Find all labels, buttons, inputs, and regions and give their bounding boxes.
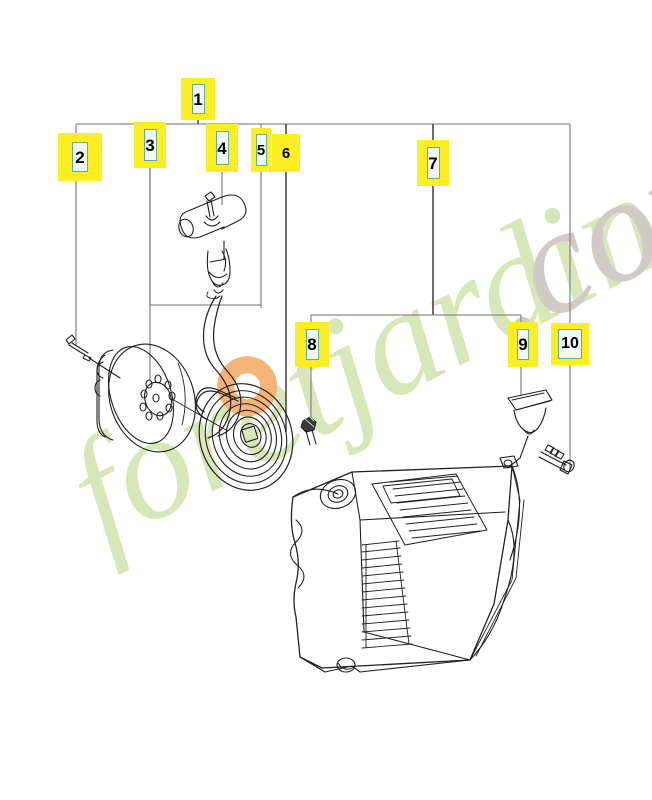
callout-number-4: 4 — [217, 138, 227, 158]
callout-number-3: 3 — [145, 135, 155, 155]
callout-inner-box-10: 10 — [558, 329, 582, 359]
callout-10[interactable]: 10 — [551, 323, 589, 365]
callout-inner-box-3: 3 — [143, 129, 157, 161]
callout-number-6: 6 — [281, 144, 291, 162]
callout-inner-box-7: 7 — [426, 147, 440, 179]
part-starter-rope-5 — [202, 291, 242, 439]
part-starter-handle-4 — [178, 191, 247, 294]
leader-group-box — [149, 124, 261, 306]
callout-inner-box-1: 1 — [191, 84, 205, 114]
callout-number-5: 5 — [256, 141, 266, 159]
part-cover-screw-10 — [538, 444, 575, 475]
callout-number-10: 10 — [561, 335, 579, 352]
callout-7[interactable]: 7 — [417, 140, 449, 186]
part-retainer-nut-8 — [300, 416, 317, 446]
part-recoil-spring-6 — [195, 383, 294, 491]
callout-3[interactable]: 3 — [134, 122, 166, 168]
callout-6[interactable]: 6 — [272, 134, 300, 172]
callout-8[interactable]: 8 — [295, 322, 329, 367]
callout-inner-box-2: 2 — [72, 142, 88, 172]
callout-9[interactable]: 9 — [508, 322, 538, 367]
callout-5[interactable]: 5 — [251, 128, 271, 172]
callout-number-8: 8 — [307, 335, 317, 354]
callout-number-9: 9 — [518, 335, 528, 354]
callout-1[interactable]: 1 — [181, 78, 215, 120]
callout-inner-box-9: 9 — [517, 329, 529, 360]
callout-inner-box-5: 5 — [255, 134, 267, 166]
callout-inner-box-8: 8 — [305, 329, 319, 360]
part-starter-cover-7 — [289, 455, 525, 673]
callout-number-7: 7 — [428, 153, 438, 173]
callout-2[interactable]: 2 — [58, 133, 102, 181]
part-pulley-drum-3 — [94, 343, 227, 453]
callout-inner-box-4: 4 — [215, 131, 229, 165]
part-cover-bracket-9 — [507, 389, 553, 469]
callout-4[interactable]: 4 — [206, 124, 238, 172]
callout-number-2: 2 — [75, 147, 85, 167]
callout-number-1: 1 — [193, 89, 203, 109]
part-screw-2 — [65, 334, 121, 379]
